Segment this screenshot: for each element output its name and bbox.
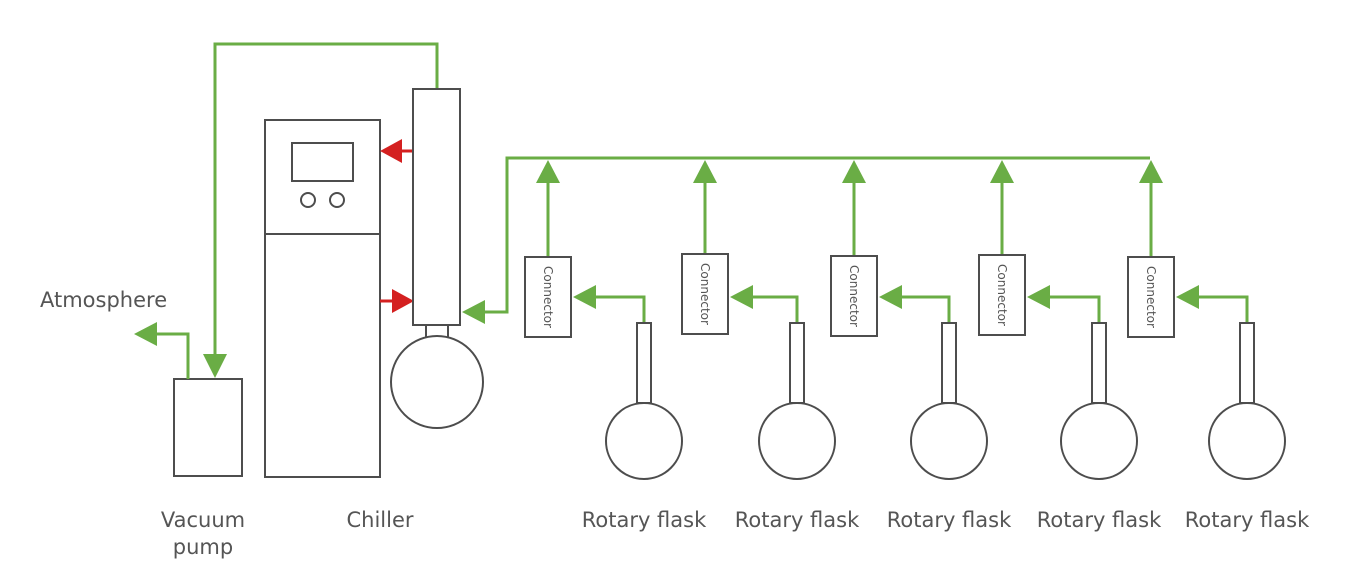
rotary-flask (1060, 322, 1138, 480)
vacuum-pump-label-line2: pump (173, 535, 233, 559)
connector-label: Connector (847, 265, 861, 327)
condenser (390, 88, 484, 429)
connector-label: Connector (698, 263, 712, 325)
chiller-display (291, 142, 354, 182)
chiller (264, 119, 381, 478)
rotary-flask-label: Rotary flask (735, 508, 860, 532)
connector-riser-line (842, 160, 866, 256)
condenser-to-pump-line (203, 42, 439, 378)
coolant-return-arrow (380, 139, 413, 163)
rotary-flask-label: Rotary flask (1185, 508, 1310, 532)
flask-to-connector-line (730, 285, 799, 323)
connector: Connector (830, 255, 878, 337)
rotary-flask-label: Rotary flask (582, 508, 707, 532)
connector-riser-line (693, 160, 717, 254)
flask-unit: Connector (681, 160, 836, 480)
connector: Connector (524, 256, 572, 338)
rotary-flask (910, 322, 988, 480)
flask-to-connector-line (1027, 285, 1101, 323)
connector-riser-line (1139, 160, 1163, 257)
atmosphere-exhaust-line (134, 322, 190, 379)
flask-unit: Connector (978, 160, 1138, 480)
chiller-knob-right (329, 192, 345, 208)
rotary-flask (758, 322, 836, 480)
connector: Connector (978, 254, 1026, 336)
flask-unit: Connector (1127, 160, 1286, 480)
flask-to-connector-line (879, 285, 951, 323)
rotary-flask (1208, 322, 1286, 480)
flask-to-connector-line (573, 285, 646, 323)
coolant-supply-arrow (380, 289, 414, 313)
receiving-flask (390, 335, 484, 429)
flask-unit: Connector (830, 160, 988, 480)
flask-to-connector-line (1176, 285, 1249, 323)
atmosphere-label: Atmosphere (40, 288, 167, 312)
rotary-flask (605, 322, 683, 480)
vacuum-pump-label-line1: Vacuum (161, 508, 245, 532)
chiller-knob-left (300, 192, 316, 208)
chiller-label: Chiller (346, 508, 413, 532)
rotary-flask-label: Rotary flask (887, 508, 1012, 532)
connector: Connector (681, 253, 729, 335)
flask-units: Connector Connector Connector Connector Conn… (524, 160, 1286, 480)
connector-riser-line (536, 160, 560, 257)
flask-unit: Connector (524, 160, 683, 480)
connector-label: Connector (541, 266, 555, 328)
rotary-flask-label: Rotary flask (1037, 508, 1162, 532)
manifold-line (462, 156, 1150, 324)
flask-labels: Rotary flask Rotary flask Rotary flask Rota… (582, 508, 1310, 532)
vacuum-pump (173, 378, 243, 477)
connector-label: Connector (995, 264, 1009, 326)
connector-label: Connector (1144, 266, 1158, 328)
connector-riser-line (990, 160, 1014, 255)
connector: Connector (1127, 256, 1175, 338)
